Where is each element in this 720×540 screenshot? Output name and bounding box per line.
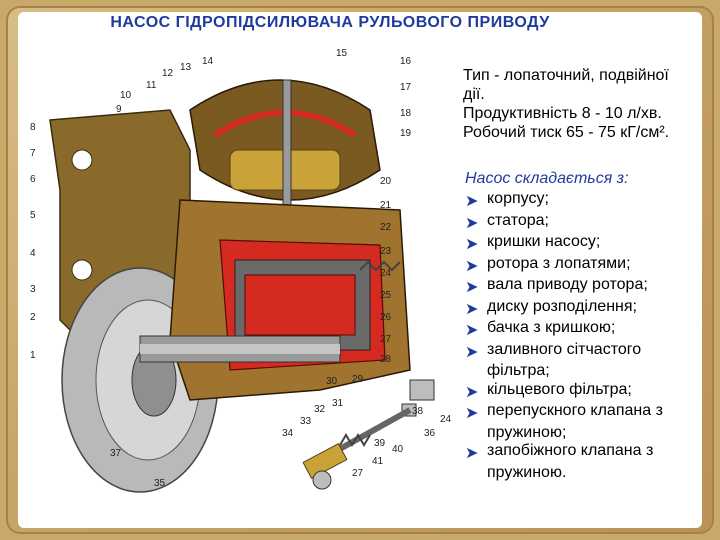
spec-line: дії. xyxy=(463,86,485,103)
diagram-label: 23 xyxy=(380,246,392,257)
parts-heading: Насос складається з: xyxy=(465,170,629,187)
diagram-label: 10 xyxy=(120,90,132,101)
spec-line: Продуктивність 8 - 10 л/хв. xyxy=(463,105,662,122)
list-item: ➤перепускного клапана з xyxy=(465,402,663,422)
diagram-label: 2 xyxy=(30,312,36,323)
diagram-label: 35 xyxy=(154,478,166,489)
spec-line: Робочий тиск 65 - 75 кГ/см². xyxy=(463,124,670,141)
specifications: Тип - лопаточний, подвійної дії. Продукт… xyxy=(463,66,713,142)
arrow-icon: ➤ xyxy=(465,445,479,462)
diagram-label: 7 xyxy=(30,148,36,159)
list-item: ➤диску розподілення; xyxy=(465,297,637,318)
diagram-label: 13 xyxy=(180,62,192,73)
diagram-label: 31 xyxy=(332,398,344,409)
part-number-labels: 1 2 3 4 5 6 7 8 9 10 11 12 13 14 15 16 1… xyxy=(30,48,452,489)
diagram-label: 8 xyxy=(30,122,36,133)
diagram-label: 41 xyxy=(372,456,384,467)
diagram-label: 14 xyxy=(202,56,214,67)
diagram-label: 34 xyxy=(282,428,294,439)
diagram-label: 32 xyxy=(314,404,326,415)
list-item: ➤кришки насосу; xyxy=(465,233,601,253)
diagram-label: 26 xyxy=(380,312,392,323)
list-item: ➤корпусу; xyxy=(465,190,549,210)
diagram-label: 29 xyxy=(352,374,364,385)
list-item: ➤заливного сітчастого xyxy=(465,340,642,361)
list-item: ➤кільцевого фільтра; xyxy=(465,380,632,401)
diagram-label: 25 xyxy=(380,290,392,301)
parts-list: ➤корпусу; ➤статора; ➤кришки насосу; ➤рот… xyxy=(465,190,715,482)
arrow-icon: ➤ xyxy=(465,257,479,275)
exploded-valve-parts xyxy=(302,379,435,490)
diagram-label: 30 xyxy=(326,376,338,387)
arrow-icon: ➤ xyxy=(465,383,479,401)
arrow-icon: ➤ xyxy=(465,300,479,318)
pump-cutaway-diagram: 1 2 3 4 5 6 7 8 9 10 11 12 13 14 15 16 1… xyxy=(30,48,452,493)
diagram-label: 28 xyxy=(380,354,392,365)
list-item: ➤вала приводу ротора; xyxy=(465,276,648,296)
diagram-label: 33 xyxy=(300,416,312,427)
list-item-continuation: пружиною. xyxy=(487,463,567,481)
diagram-label: 16 xyxy=(400,56,412,67)
list-item: ➤статора; xyxy=(465,211,549,232)
diagram-label: 4 xyxy=(30,248,36,259)
diagram-label: 38 xyxy=(412,406,424,417)
diagram-label: 5 xyxy=(30,210,36,221)
list-item: ➤ротора з лопатями; xyxy=(465,254,631,275)
diagram-label: 36 xyxy=(424,428,436,439)
arrow-icon: ➤ xyxy=(465,279,479,296)
valve-spring xyxy=(359,260,401,272)
diagram-label: 22 xyxy=(380,222,392,233)
slide-title: НАСОС ГІДРОПІДСИЛЮВАЧА РУЛЬОВОГО ПРИВОДУ xyxy=(110,14,550,31)
diagram-label: 6 xyxy=(30,174,36,185)
arrow-icon: ➤ xyxy=(465,343,479,361)
list-item-continuation: фільтра; xyxy=(487,362,550,379)
arrow-icon: ➤ xyxy=(465,236,479,253)
diagram-label: 27 xyxy=(380,334,392,345)
diagram-label: 27 xyxy=(352,468,364,479)
diagram-label: 19 xyxy=(400,128,412,139)
list-item: ➤запобіжного клапана з xyxy=(465,442,654,462)
diagram-label: 39 xyxy=(374,438,386,449)
diagram-label: 17 xyxy=(400,82,412,93)
list-item-continuation: пружиною; xyxy=(487,423,567,441)
diagram-label: 40 xyxy=(392,444,404,455)
arrow-icon: ➤ xyxy=(465,405,479,422)
diagram-label: 24 xyxy=(440,414,452,425)
diagram-label: 3 xyxy=(30,284,36,295)
diagram-label: 20 xyxy=(380,176,392,187)
arrow-icon: ➤ xyxy=(465,193,479,210)
diagram-label: 15 xyxy=(336,48,348,59)
diagram-label: 12 xyxy=(162,68,174,79)
diagram-label: 18 xyxy=(400,108,412,119)
diagram-label: 1 xyxy=(30,350,36,361)
spec-line: Тип - лопаточний, подвійної xyxy=(463,67,669,84)
arrow-icon: ➤ xyxy=(465,322,479,339)
diagram-label: 37 xyxy=(110,448,122,459)
diagram-label: 11 xyxy=(146,80,157,91)
list-item: ➤бачка з кришкою; xyxy=(465,319,616,339)
diagram-label: 9 xyxy=(116,104,122,115)
arrow-icon: ➤ xyxy=(465,214,479,232)
diagram-label: 24 xyxy=(380,268,392,279)
diagram-label: 21 xyxy=(380,200,392,211)
